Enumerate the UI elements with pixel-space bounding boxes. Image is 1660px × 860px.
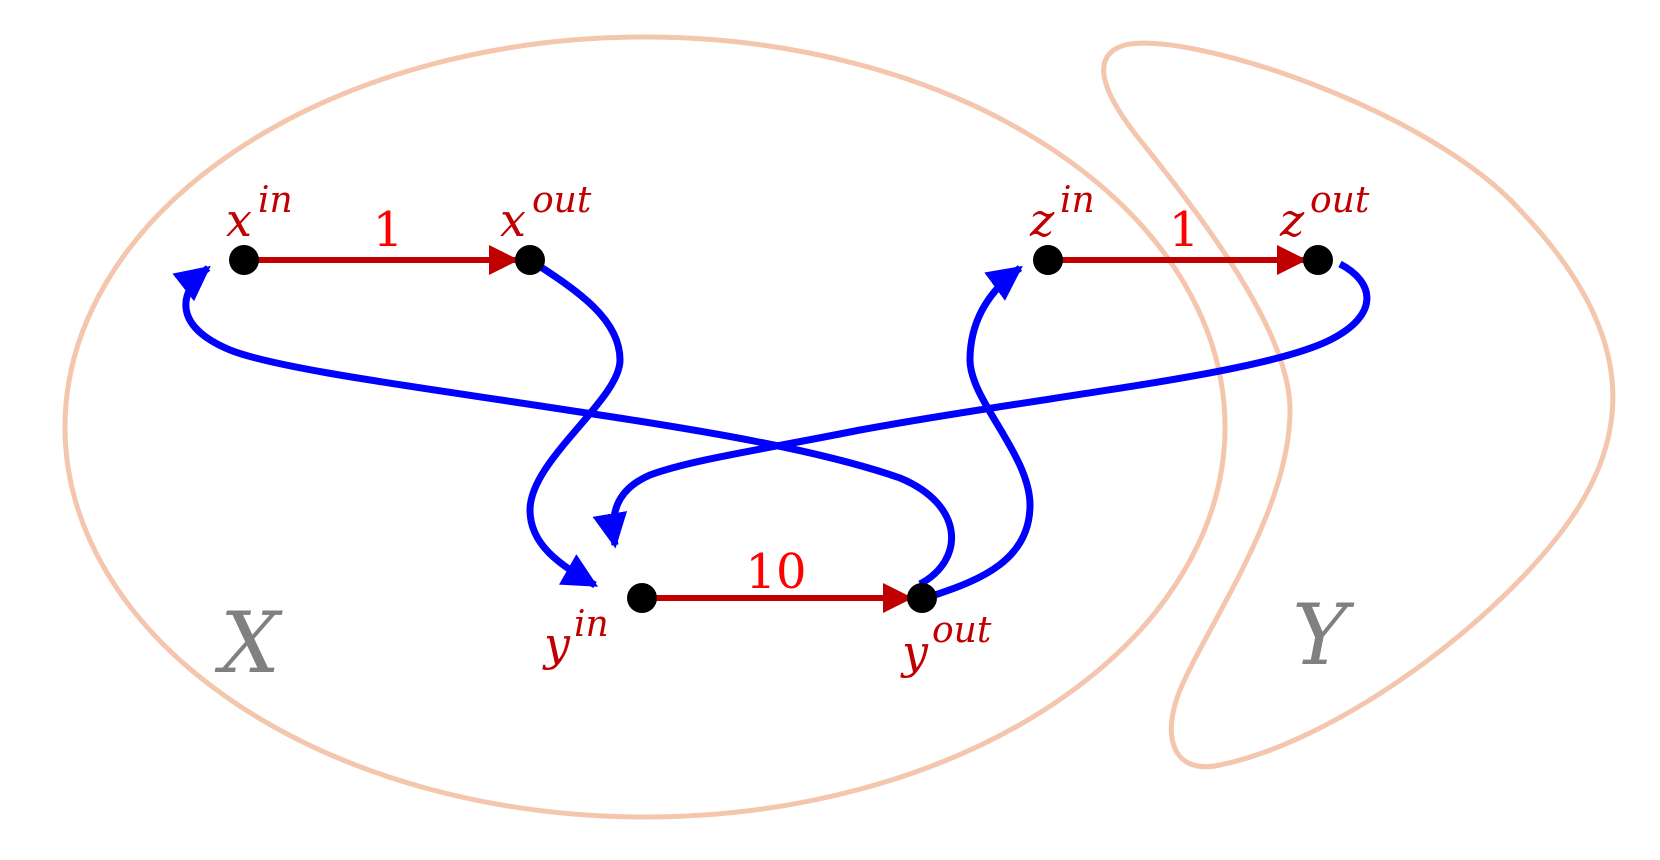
node-y-out [907,583,937,613]
label-z-out-sup: out [1310,180,1370,221]
label-z-in-sup: in [1060,180,1095,221]
node-y-in [627,583,657,613]
label-y-in-sup: in [574,604,609,645]
node-x-out [515,245,545,275]
edge-x-out-to-y-in [526,257,624,589]
label-x-out-sup: out [532,180,592,221]
node-z-out [1303,245,1333,275]
node-x-in [229,245,259,275]
label-y-out-base: y [900,625,929,679]
label-x-in-base: x [226,193,252,247]
set-x-region [62,34,1228,820]
label-x-in-sup: in [258,180,293,221]
label-z-out-base: z [1279,193,1305,247]
label-z-in-base: z [1029,193,1055,247]
set-y-region [1101,40,1616,770]
weight-z-edge: 1 [1169,202,1200,258]
edge-y-out-to-x-in [172,265,955,588]
edge-y-out-to-z-in [933,265,1034,599]
edge-z-out-to-y-in [592,260,1371,549]
label-y-in-base: y [542,617,571,671]
set-x-label: X [214,594,283,692]
weight-y-edge: 10 [745,544,806,600]
set-y-label: Y [1292,586,1355,684]
weight-x-edge: 1 [373,202,404,258]
node-z-in [1033,245,1063,275]
label-x-out-base: x [500,193,526,247]
label-y-out-sup: out [932,610,992,651]
